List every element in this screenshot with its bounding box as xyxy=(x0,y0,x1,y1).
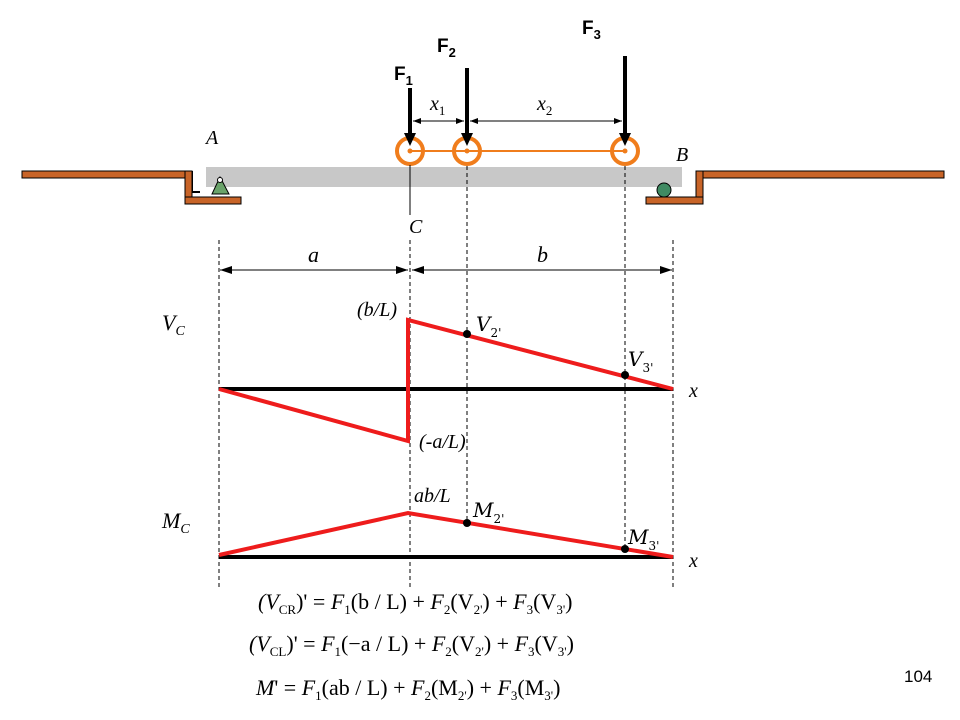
projection-lines xyxy=(218,166,674,590)
moment-label-m3: M3' xyxy=(627,525,659,553)
force-label-f1: F1 xyxy=(394,64,413,88)
shear-influence-line xyxy=(218,317,674,444)
point-label-a: A xyxy=(204,127,219,149)
svg-text:(VCL)' = F1(−a / L) + F2(V2'): (VCL)' = F1(−a / L) + F2(V2') + F3(V3') xyxy=(249,631,574,659)
moment-title: MC xyxy=(161,508,190,537)
dimension-a xyxy=(220,266,408,274)
dimension-x1 xyxy=(413,118,464,124)
equation-shear-right: (VCR)' = F1(b / L) + F2(V2') + F3(V3') xyxy=(258,589,572,617)
shear-point-v3 xyxy=(621,371,629,379)
moment-axis-label: x xyxy=(688,550,698,572)
moment-point-m3 xyxy=(621,545,629,553)
ground-left xyxy=(21,170,242,205)
shear-top-value: (b/L) xyxy=(357,299,397,321)
point-label-c: C xyxy=(409,216,423,238)
moment-influence-line xyxy=(218,510,674,559)
pin-support-a xyxy=(211,175,230,195)
force-label-f3: F3 xyxy=(582,18,601,42)
equation-moment: M' = F1(ab / L) + F2(M2') + F3(M3') xyxy=(255,675,560,703)
dimension-label-a: a xyxy=(308,242,319,267)
dimension-label-x1: x1 xyxy=(429,93,445,118)
force-arrow-f1 xyxy=(404,88,416,146)
shear-title: VC xyxy=(162,310,185,339)
dimension-label-x2: x2 xyxy=(536,93,552,118)
beam xyxy=(206,167,682,187)
dimension-label-b: b xyxy=(537,242,548,267)
force-label-f2: F2 xyxy=(437,36,456,60)
shear-label-v3: V3' xyxy=(628,347,653,375)
dimension-b xyxy=(412,266,672,274)
svg-text:(VCR)' = F1(b / L) + F2(V2') +: (VCR)' = F1(b / L) + F2(V2') + F3(V3') xyxy=(258,589,572,617)
force-arrow-f2 xyxy=(461,68,473,146)
equation-shear-left: (VCL)' = F1(−a / L) + F2(V2') + F3(V3') xyxy=(249,631,574,659)
roller-support-b xyxy=(656,182,672,198)
shear-bottom-value: (-a/L) xyxy=(419,431,466,453)
shear-label-v2: V2' xyxy=(476,312,501,340)
moment-label-m2: M2' xyxy=(472,498,504,526)
force-arrow-f3 xyxy=(619,56,631,146)
svg-text:M' = F1(ab / L) + F2(M2') + F3: M' = F1(ab / L) + F2(M2') + F3(M3') xyxy=(255,675,560,703)
dimension-x2 xyxy=(470,118,622,124)
ground-right xyxy=(645,170,945,205)
shear-axis-label: x xyxy=(688,380,698,402)
page-number: 104 xyxy=(904,667,932,686)
point-label-b: B xyxy=(676,144,688,166)
shear-point-v2 xyxy=(463,330,471,338)
moment-point-m2 xyxy=(463,519,471,527)
moving-load-train xyxy=(395,136,640,166)
moment-peak-value: ab/L xyxy=(414,485,451,507)
